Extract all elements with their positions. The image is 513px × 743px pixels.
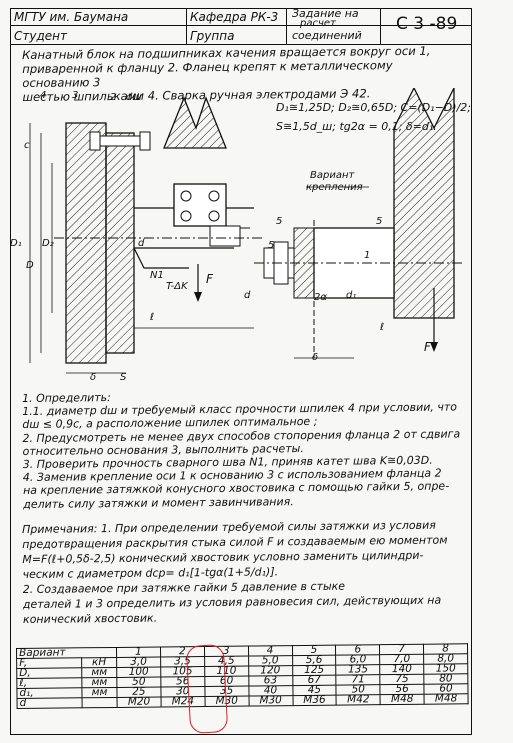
variant-subtitle: крепления [306,182,363,193]
school-name: МГТУ им. Баумана [14,10,129,24]
label-s: S [120,372,127,383]
variant-title: Вариант [310,170,355,181]
label-dw: dш [126,92,142,103]
label-4: 4 [40,90,47,101]
label-d: d [138,238,145,249]
department: Кафедра РК-3 [190,10,279,24]
task-list: 1. Определить: 1.1. диаметр dш и требуем… [22,391,461,511]
table-cell: М48 [424,692,469,705]
notes: Примечания: 1. При определении требуемой… [22,518,448,626]
table-cell: d₁, [16,687,83,699]
table-cell: мм [81,686,118,698]
student-label: Студент [14,29,67,43]
task-title-2: расчет [300,18,336,29]
label-5: 5 [268,240,275,251]
label-f-variant: F [424,340,431,354]
header-col-line [186,8,188,44]
label-delta: δ [90,372,97,383]
label-2: 2 [110,92,117,103]
task-title-3: соединений [292,29,362,42]
table-cell: М30 [248,694,293,706]
task-title-1: Задание на [292,7,359,20]
variant-table: Вариант 1 2 3 4 5 6 7 8 F, кН 3,0 3,5 4,… [16,642,469,709]
label-3: 3 [72,90,79,101]
label-n1: N1 [150,270,164,281]
table-cell [82,697,118,708]
label-l-variant: ℓ [380,322,385,333]
table-cell: М36 [292,694,337,706]
label-1: 1 [364,250,371,261]
header-divider [10,25,472,27]
label-D2: D₂ [42,238,54,249]
table-cell: М48 [380,693,425,705]
selected-variant-marker [185,644,229,734]
group-label: Группа [190,29,235,43]
table-cell: М42 [336,693,381,706]
section-5b: 5 [376,216,383,227]
label-alpha: 2α [314,292,327,303]
section-5a: 5 [276,216,283,227]
label-c: c [24,140,30,151]
label-d1: d₁ [346,290,357,301]
table-cell: М20 [117,696,162,708]
label-delta-variant: δ [312,352,319,363]
label-weld: T-ΔK [166,281,188,292]
label-D: D [26,260,34,271]
label-f: F [206,272,213,286]
header-col-line [380,8,382,44]
task-code: С 3 -89 [396,14,458,34]
label-D1: D₁ [10,238,22,249]
sheet-frame [10,8,472,735]
label-d-variant: d [244,290,251,301]
header-col-line [286,8,288,44]
label-l: ℓ [150,312,155,323]
table-cell: d [17,697,83,709]
header-bottom-line [10,44,472,46]
assembly-drawing [29,88,464,374]
